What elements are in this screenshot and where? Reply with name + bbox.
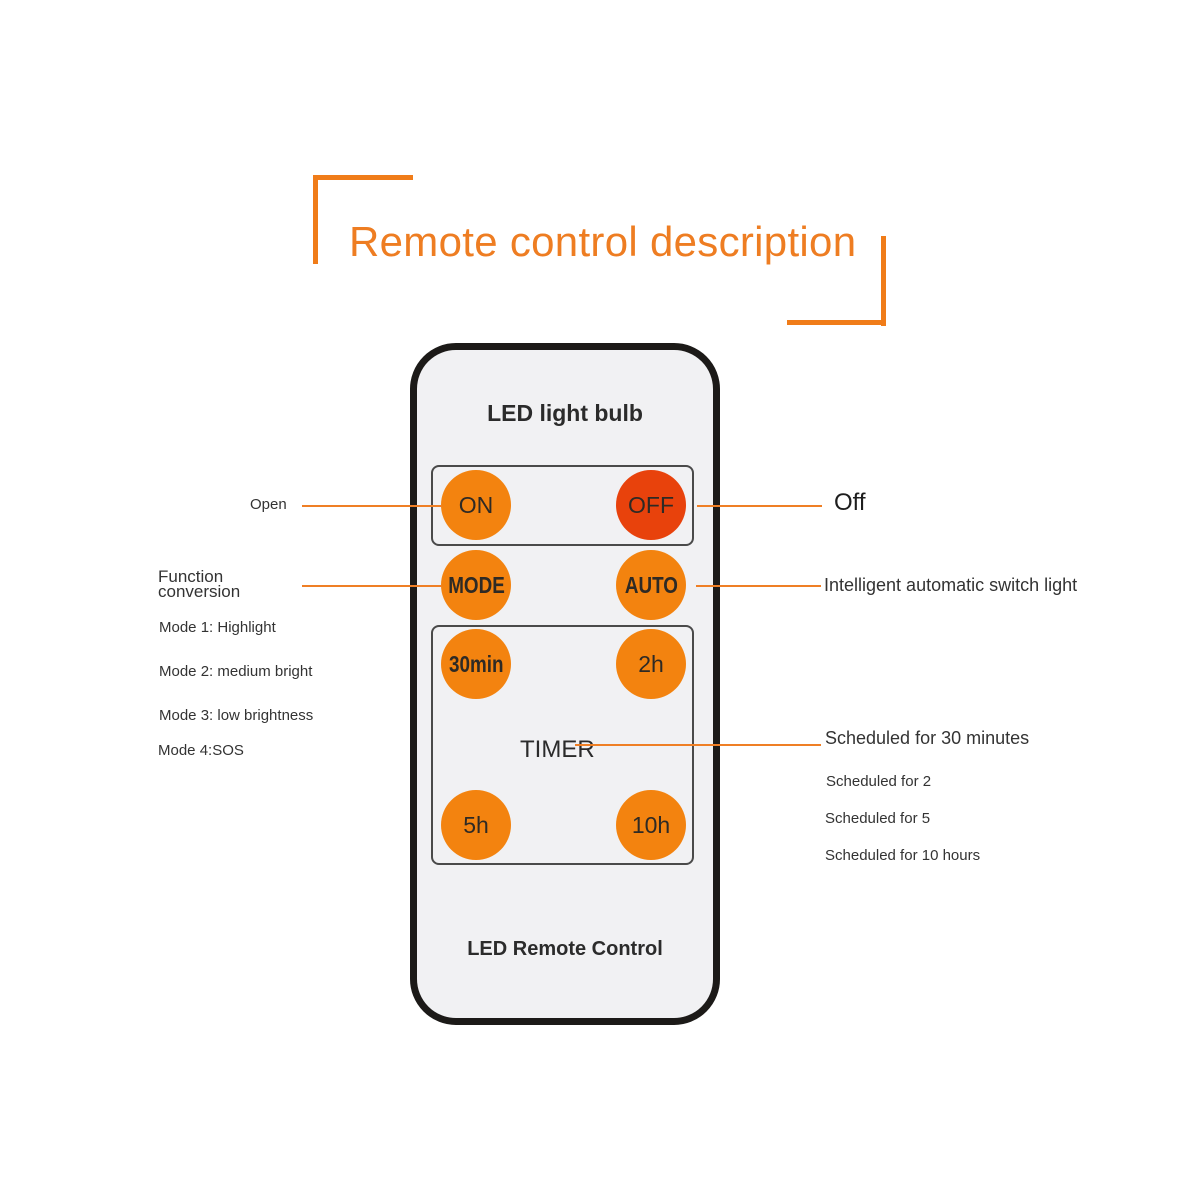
- on-button-label: ON: [458, 491, 494, 518]
- mode-1-annotation: Mode 1: Highlight: [159, 619, 276, 636]
- auto-button[interactable]: AUTO: [616, 550, 686, 620]
- timer-30min-annotation: Scheduled for 30 minutes: [825, 728, 1030, 748]
- timer-10h-annotation: Scheduled for 10 hours: [825, 847, 981, 864]
- off-button[interactable]: OFF: [616, 470, 686, 540]
- auto-button-label: AUTO: [624, 571, 678, 598]
- function-annotation-line2: conversion: [158, 582, 241, 601]
- off-button-label: OFF: [628, 491, 674, 518]
- timer-label: TIMER: [520, 736, 595, 763]
- timer-5h-annotation: Scheduled for 5: [825, 810, 931, 827]
- timer-5h-button[interactable]: 5h: [441, 790, 511, 860]
- timer-30min-button[interactable]: 30min: [441, 629, 511, 699]
- auto-leader-line: [696, 585, 821, 587]
- timer-10h-button[interactable]: 10h: [616, 790, 686, 860]
- mode-3-annotation: Mode 3: low brightness: [159, 707, 314, 724]
- mode-2-annotation: Mode 2: medium bright: [159, 663, 313, 680]
- remote-header: LED light bulb: [487, 400, 643, 426]
- function-annotation-line1: Function: [158, 567, 224, 586]
- off-annotation: Off: [834, 489, 866, 516]
- auto-annotation: Intelligent automatic switch light: [824, 575, 1078, 595]
- mode-button-label: MODE: [447, 571, 505, 598]
- title-bracket-bottom-right-vertical: [881, 236, 886, 326]
- function-leader-line: [302, 585, 442, 587]
- off-leader-line: [697, 505, 822, 507]
- open-leader-line: [302, 505, 442, 507]
- on-button[interactable]: ON: [441, 470, 511, 540]
- mode-button[interactable]: MODE: [441, 550, 511, 620]
- timer-2h-annotation: Scheduled for 2: [826, 773, 932, 790]
- timer-5h-label: 5h: [463, 811, 489, 838]
- title-bracket-top-left-horizontal: [313, 175, 413, 180]
- page-title: Remote control description: [349, 218, 857, 265]
- open-annotation: Open: [250, 496, 287, 513]
- timer-30min-label: 30min: [448, 650, 504, 677]
- timer-2h-button[interactable]: 2h: [616, 629, 686, 699]
- mode-4-annotation: Mode 4:SOS: [158, 742, 244, 759]
- title-bracket-bottom-right-horizontal: [787, 320, 886, 325]
- timer-2h-label: 2h: [638, 650, 664, 677]
- timer-10h-label: 10h: [631, 811, 671, 838]
- remote-control: LED light bulb ON OFF MODE AUTO 30min 2h…: [410, 343, 720, 1025]
- remote-footer: LED Remote Control: [467, 938, 663, 960]
- title-bracket-top-left-vertical: [313, 175, 318, 264]
- timer-leader-line: [575, 744, 821, 746]
